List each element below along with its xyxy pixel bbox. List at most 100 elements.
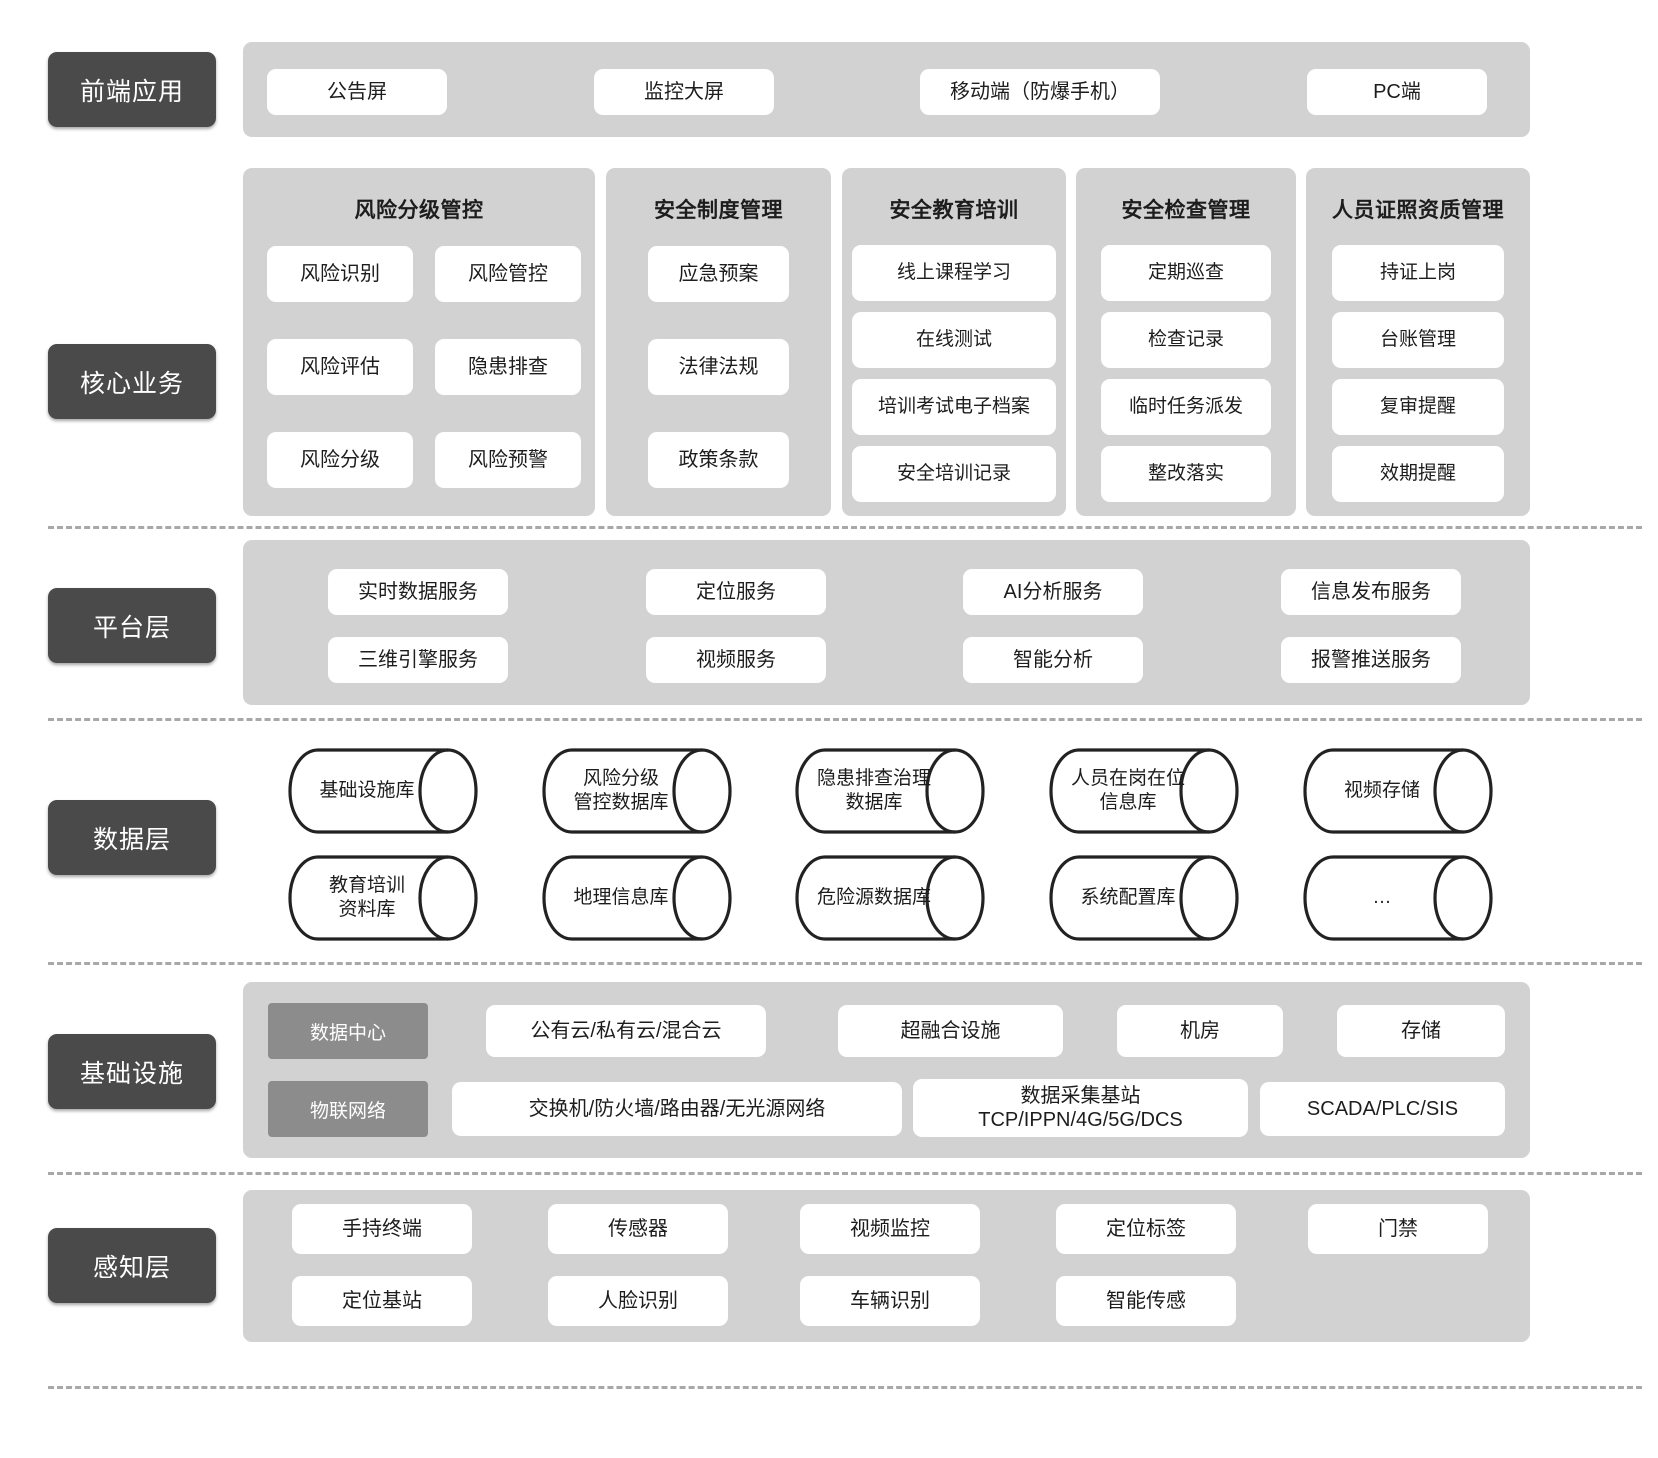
- platform-item-info-publish-service[interactable]: 信息发布服务: [1281, 569, 1461, 615]
- card-label: 定位基站: [342, 1289, 422, 1312]
- card-label: 超融合设施: [900, 1019, 1001, 1042]
- platform-item-smart-analysis[interactable]: 智能分析: [963, 637, 1143, 683]
- group-title-label: 安全教育培训: [889, 199, 1019, 222]
- database-cylinder-gis-lib[interactable]: 地理信息库: [542, 855, 732, 941]
- card-label: 效期提醒: [1379, 463, 1456, 485]
- card-label: 风险评估: [300, 355, 380, 378]
- core-item-review-reminder[interactable]: 复审提醒: [1332, 379, 1504, 435]
- core-item-training-exam-archive[interactable]: 培训考试电子档案: [852, 379, 1056, 435]
- card-label: 机房: [1180, 1019, 1220, 1042]
- core-item-online-test[interactable]: 在线测试: [852, 312, 1056, 368]
- perception-item-video-surveillance[interactable]: 视频监控: [800, 1204, 980, 1254]
- core-item-hazard-investigation[interactable]: 隐患排查: [435, 339, 581, 395]
- core-item-emergency-plan[interactable]: 应急预案: [648, 246, 789, 302]
- card-label: 政策条款: [678, 448, 759, 471]
- card-label: 三维引擎服务: [358, 648, 478, 671]
- card-label: 培训考试电子档案: [877, 396, 1030, 418]
- database-label: 隐患排查治理 数据库: [816, 768, 931, 813]
- perception-item-location-tag[interactable]: 定位标签: [1056, 1204, 1236, 1254]
- separator-infrastructure-perception: [48, 1172, 1642, 1175]
- core-item-certified-work[interactable]: 持证上岗: [1332, 245, 1504, 301]
- layer-pill-label: 前端应用: [79, 77, 184, 106]
- platform-item-3d-engine-service[interactable]: 三维引擎服务: [328, 637, 508, 683]
- core-group-title-personnel-qualification: 人员证照资质管理: [1306, 194, 1530, 224]
- frontend-item-monitor-wall[interactable]: 监控大屏: [594, 69, 774, 115]
- layer-pill-label: 感知层: [92, 1253, 171, 1282]
- frontend-item-pc[interactable]: PC端: [1307, 69, 1487, 115]
- core-item-risk-assessment[interactable]: 风险评估: [267, 339, 413, 395]
- layer-pill-frontend: 前端应用: [48, 52, 216, 127]
- layer-pill-label: 基础设施: [79, 1059, 184, 1088]
- card-label: 信息发布服务: [1311, 580, 1431, 603]
- core-item-regular-inspection[interactable]: 定期巡查: [1101, 245, 1271, 301]
- core-group-title-safety-system: 安全制度管理: [606, 194, 831, 224]
- infrastructure-item-cloud[interactable]: 公有云/私有云/混合云: [486, 1005, 766, 1057]
- core-item-inspection-record[interactable]: 检查记录: [1101, 312, 1271, 368]
- database-cylinder-risk-grading-db[interactable]: 风险分级 管控数据库: [542, 748, 732, 834]
- card-label: PC端: [1373, 80, 1421, 103]
- database-cylinder-infrastructure-lib[interactable]: 基础设施库: [288, 748, 478, 834]
- perception-item-access-control[interactable]: 门禁: [1308, 1204, 1488, 1254]
- platform-item-ai-analysis-service[interactable]: AI分析服务: [963, 569, 1143, 615]
- card-label: 移动端（防爆手机）: [950, 80, 1130, 103]
- database-cylinder-system-config-lib[interactable]: 系统配置库: [1049, 855, 1239, 941]
- layer-pill-core-business: 核心业务: [48, 344, 216, 419]
- card-label: 风险识别: [300, 262, 380, 285]
- infrastructure-item-data-collection-station[interactable]: 数据采集基站 TCP/IPPN/4G/5G/DCS: [913, 1079, 1248, 1137]
- infrastructure-item-network-devices[interactable]: 交换机/防火墙/路由器/无光源网络: [452, 1082, 902, 1136]
- core-item-laws-regulations[interactable]: 法律法规: [648, 339, 789, 395]
- card-label: 持证上岗: [1379, 262, 1456, 284]
- card-label: 报警推送服务: [1311, 648, 1431, 671]
- perception-item-vehicle-recognition[interactable]: 车辆识别: [800, 1276, 980, 1326]
- frontend-item-mobile[interactable]: 移动端（防爆手机）: [920, 69, 1160, 115]
- infrastructure-subcat-iot-network: 物联网络: [268, 1081, 428, 1137]
- platform-item-video-service[interactable]: 视频服务: [646, 637, 826, 683]
- database-cylinder-hazard-db[interactable]: 隐患排查治理 数据库: [795, 748, 985, 834]
- core-item-risk-management[interactable]: 风险管控: [435, 246, 581, 302]
- card-label: 门禁: [1378, 1217, 1418, 1240]
- core-item-training-record[interactable]: 安全培训记录: [852, 446, 1056, 502]
- database-cylinder-video-storage[interactable]: 视频存储: [1303, 748, 1493, 834]
- perception-item-face-recognition[interactable]: 人脸识别: [548, 1276, 728, 1326]
- core-item-ledger-management[interactable]: 台账管理: [1332, 312, 1504, 368]
- core-item-online-course[interactable]: 线上课程学习: [852, 245, 1056, 301]
- perception-item-location-base-station[interactable]: 定位基站: [292, 1276, 472, 1326]
- core-item-expiry-reminder[interactable]: 效期提醒: [1332, 446, 1504, 502]
- card-label: 视频监控: [850, 1217, 930, 1240]
- database-cylinder-hazard-source-db[interactable]: 危险源数据库: [795, 855, 985, 941]
- database-label: 人员在岗在位 信息库: [1070, 768, 1185, 813]
- group-title-label: 人员证照资质管理: [1332, 199, 1504, 222]
- card-label: 风险预警: [468, 448, 548, 471]
- infrastructure-item-scada-plc-sis[interactable]: SCADA/PLC/SIS: [1260, 1082, 1505, 1136]
- perception-item-sensor[interactable]: 传感器: [548, 1204, 728, 1254]
- group-title-label: 风险分级管控: [354, 199, 484, 222]
- infrastructure-item-storage[interactable]: 存储: [1337, 1005, 1505, 1057]
- perception-item-smart-sensing[interactable]: 智能传感: [1056, 1276, 1236, 1326]
- platform-item-alarm-push-service[interactable]: 报警推送服务: [1281, 637, 1461, 683]
- database-label: 视频存储: [1343, 780, 1420, 802]
- perception-item-handheld-terminal[interactable]: 手持终端: [292, 1204, 472, 1254]
- platform-item-location-service[interactable]: 定位服务: [646, 569, 826, 615]
- card-label: 临时任务派发: [1128, 396, 1243, 418]
- core-item-risk-identification[interactable]: 风险识别: [267, 246, 413, 302]
- core-item-risk-grading[interactable]: 风险分级: [267, 432, 413, 488]
- core-item-temporary-task[interactable]: 临时任务派发: [1101, 379, 1271, 435]
- card-label: 智能分析: [1013, 648, 1093, 671]
- card-label: 线上课程学习: [896, 262, 1011, 284]
- core-item-policy-terms[interactable]: 政策条款: [648, 432, 789, 488]
- infrastructure-item-hyperconverged[interactable]: 超融合设施: [838, 1005, 1063, 1057]
- database-cylinder-more[interactable]: …: [1303, 855, 1493, 941]
- core-item-rectification[interactable]: 整改落实: [1101, 446, 1271, 502]
- core-group-title-risk-control: 风险分级管控: [243, 194, 595, 224]
- database-cylinder-personnel-onduty-db[interactable]: 人员在岗在位 信息库: [1049, 748, 1239, 834]
- frontend-item-announcement-screen[interactable]: 公告屏: [267, 69, 447, 115]
- infrastructure-item-server-room[interactable]: 机房: [1117, 1005, 1283, 1057]
- database-cylinder-training-material-lib[interactable]: 教育培训 资料库: [288, 855, 478, 941]
- card-label: 台账管理: [1379, 329, 1456, 351]
- platform-item-realtime-data-service[interactable]: 实时数据服务: [328, 569, 508, 615]
- core-item-risk-warning[interactable]: 风险预警: [435, 432, 581, 488]
- subcat-label: 物联网络: [309, 1100, 386, 1122]
- card-label: 人脸识别: [598, 1289, 678, 1312]
- layer-pill-label: 平台层: [92, 613, 171, 642]
- layer-pill-label: 数据层: [92, 825, 171, 854]
